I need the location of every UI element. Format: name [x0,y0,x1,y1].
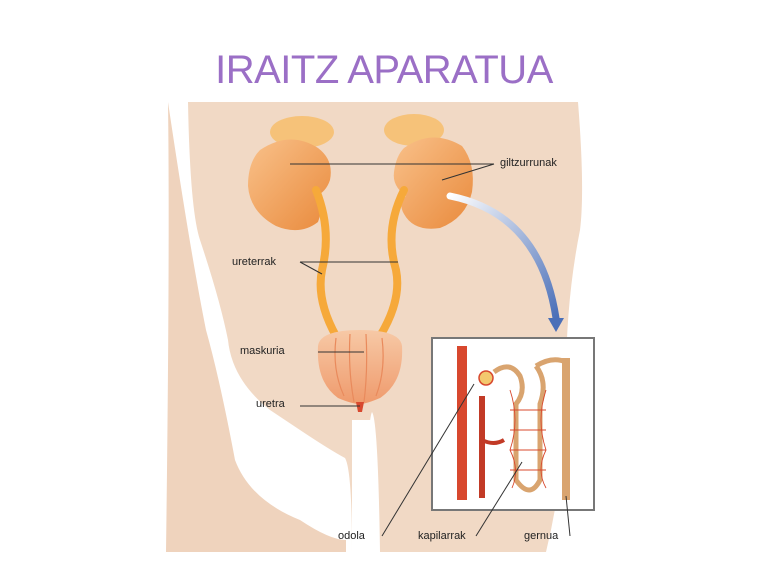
vein-branch [481,438,506,445]
page-title: IRAITZ APARATUA [215,48,553,92]
right-kidney [393,137,473,229]
urethra [356,402,364,412]
left-ureter [312,186,340,340]
label-urethra: uretra [256,398,285,410]
capillary-network [509,389,547,489]
tubule-loop [492,364,546,493]
right-ureter [376,186,408,340]
label-ureters: ureterrak [232,256,277,268]
label-kidneys: giltzurrunak [500,157,557,169]
left-kidney [248,139,331,231]
leader-lines [290,163,571,537]
label-bladder: maskuria [240,345,285,357]
glomerulus [478,370,494,386]
bladder [317,330,403,404]
leg-gap [352,420,372,552]
bladder-stripes [334,333,384,403]
arrow-head [548,318,564,332]
label-urine: gernua [524,530,559,542]
label-capillaries: kapilarrak [418,530,466,542]
left-body-edge [166,102,346,552]
label-blood: odola [338,530,365,542]
curved-arrow [446,192,560,322]
tubule-to-duct [534,357,567,369]
